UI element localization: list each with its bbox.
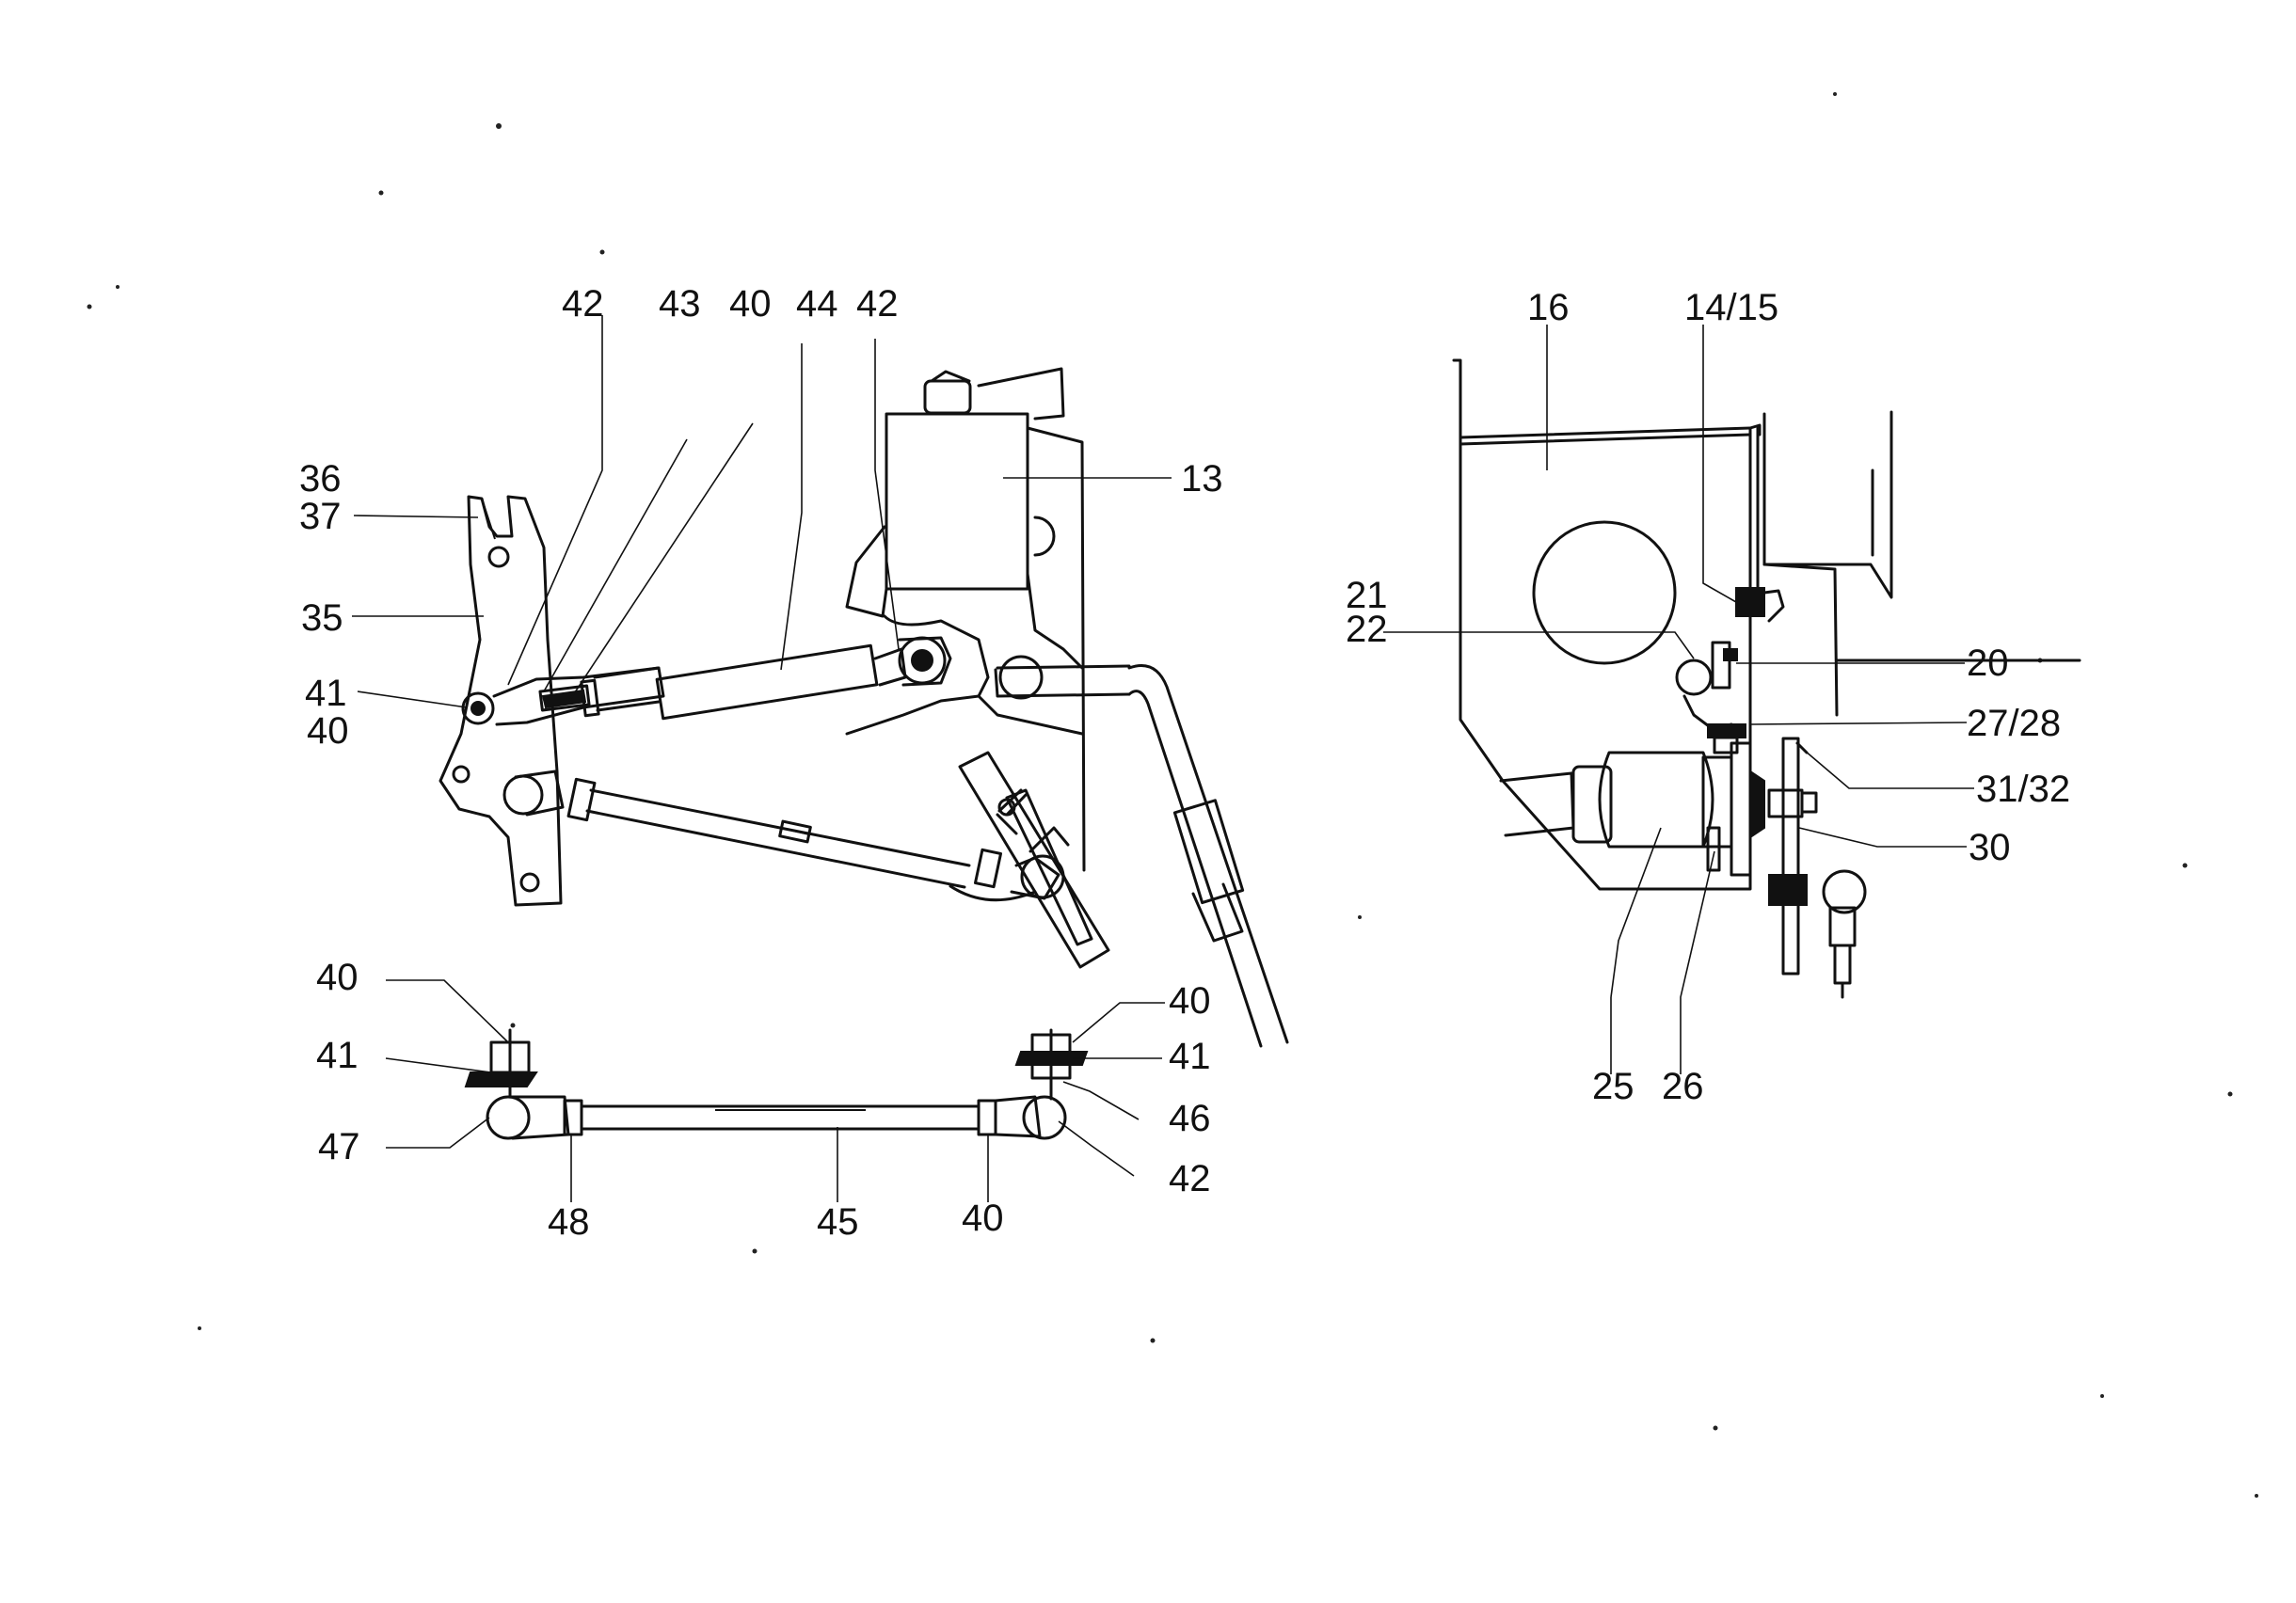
pivot-40-41 xyxy=(461,691,495,725)
label-40-rod-right: 40 xyxy=(1169,980,1211,1022)
label-36: 36 xyxy=(299,458,342,500)
plate-35-hole-top xyxy=(487,546,510,568)
ball-20 xyxy=(1675,659,1713,696)
label-48: 48 xyxy=(548,1201,590,1243)
label-13: 13 xyxy=(1181,458,1223,500)
label-22: 22 xyxy=(1346,609,1388,650)
label-20: 20 xyxy=(1967,643,2009,684)
lower-ball-joint xyxy=(502,774,544,816)
label-41-rod-left: 41 xyxy=(316,1035,359,1076)
right-leaders xyxy=(1383,325,1974,1074)
upper-link-44 xyxy=(492,636,952,726)
left-leaders xyxy=(352,315,1172,708)
label-47: 47 xyxy=(318,1126,360,1167)
ball-joint-right xyxy=(1822,869,1867,914)
bracket-plate-16 xyxy=(1452,358,1762,891)
bent-tube xyxy=(1127,664,1289,1048)
plate-35 xyxy=(438,495,563,907)
label-14-15: 14/15 xyxy=(1684,287,1778,328)
label-16: 16 xyxy=(1527,287,1570,328)
rod-leaders xyxy=(385,979,1165,1202)
nut-27-28 xyxy=(1707,723,1746,738)
label-37: 37 xyxy=(299,496,342,537)
rod-45 xyxy=(977,1099,997,1136)
label-40-rod-bottom: 40 xyxy=(962,1198,1004,1239)
plate-16-hole xyxy=(1532,520,1677,665)
lower-link xyxy=(502,770,1065,902)
label-27-28: 27/28 xyxy=(1967,703,2061,744)
label-25: 25 xyxy=(1592,1066,1634,1107)
slotted-lever xyxy=(958,751,1110,969)
label-40-left: 40 xyxy=(307,710,349,752)
motor-25 xyxy=(1499,741,1765,877)
scan-specks xyxy=(87,92,2258,1498)
label-41-left: 41 xyxy=(305,673,347,714)
label-46: 46 xyxy=(1169,1098,1211,1139)
ball-joint-42-lower xyxy=(1022,1095,1067,1140)
label-42-top-left: 42 xyxy=(562,283,604,325)
label-31-32: 31/32 xyxy=(1976,769,2070,810)
label-42-top-right: 42 xyxy=(856,283,899,325)
right-bracket-assembly: 16 14/15 21 22 20 27/28 31/32 30 25 26 xyxy=(1346,287,2081,1107)
label-35: 35 xyxy=(301,597,343,639)
label-45: 45 xyxy=(817,1201,859,1243)
label-44: 44 xyxy=(796,283,838,325)
label-41-rod-right: 41 xyxy=(1169,1036,1211,1077)
left-mount-bracket xyxy=(464,1071,538,1087)
label-42-rod-right: 42 xyxy=(1169,1158,1211,1199)
label-43: 43 xyxy=(659,283,701,325)
rod-assembly: 40 41 47 48 45 40 40 41 46 42 xyxy=(316,957,1211,1243)
label-26: 26 xyxy=(1662,1066,1704,1107)
label-21: 21 xyxy=(1346,575,1388,616)
left-linkage-assembly: 42 43 40 44 42 36 37 35 41 40 13 xyxy=(299,283,1289,1048)
label-30: 30 xyxy=(1969,827,2011,868)
plate-35-hole-low xyxy=(519,872,540,893)
label-40-rod-left: 40 xyxy=(316,957,359,998)
plate-30 xyxy=(1767,737,1867,999)
screw-14-15 xyxy=(1735,587,1765,617)
plate-35-hole-mid xyxy=(452,765,470,784)
label-40-top: 40 xyxy=(729,283,772,325)
solenoid-13 xyxy=(845,367,1131,872)
ball-joint-47 xyxy=(486,1095,531,1140)
